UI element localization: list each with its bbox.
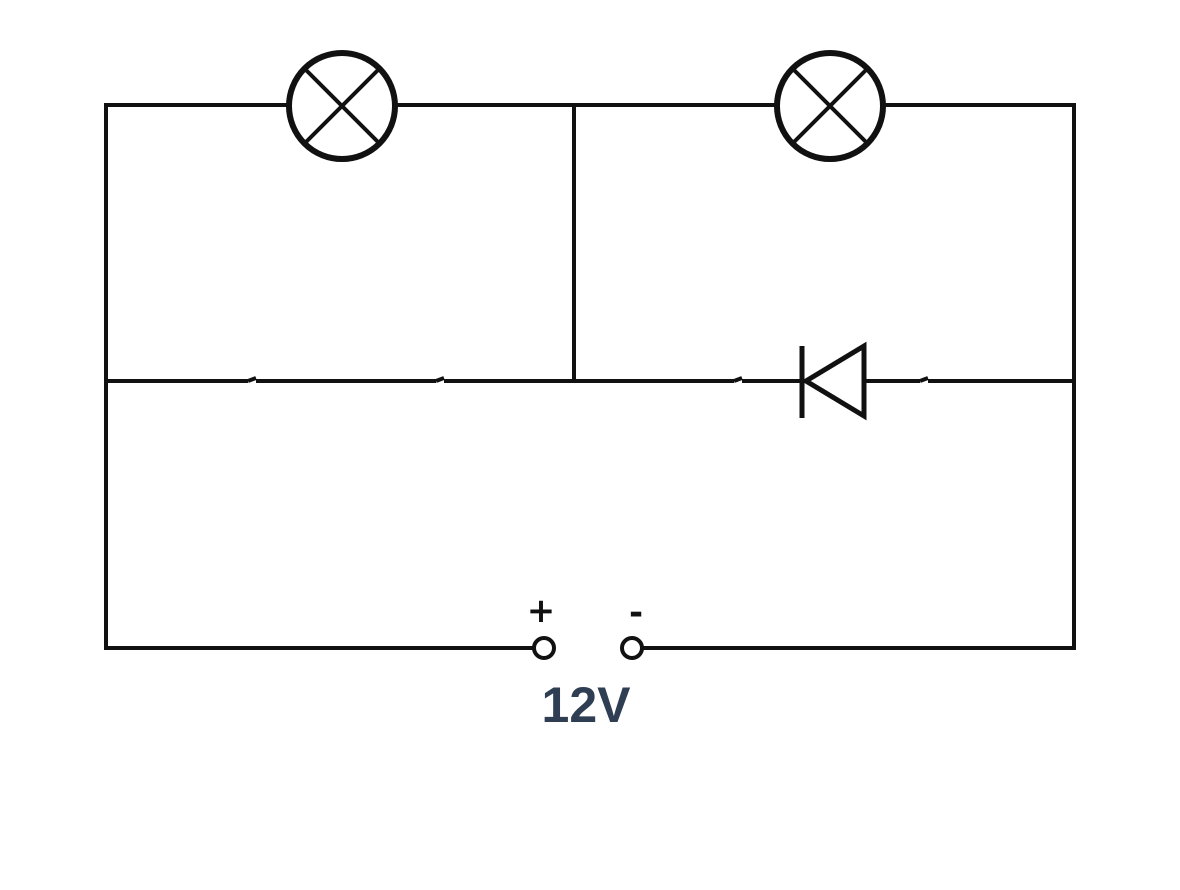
- negative-terminal[interactable]: [620, 636, 644, 660]
- diode-icon: [799, 341, 867, 421]
- switch-left[interactable]: [247, 376, 257, 383]
- lamp-right-icon: [774, 50, 886, 162]
- middle-branch: [106, 376, 1074, 383]
- positive-label: +: [527, 591, 556, 631]
- outer-wires: [104, 103, 1076, 650]
- switch-right-2[interactable]: [919, 376, 929, 383]
- switch-middle[interactable]: [435, 376, 445, 383]
- positive-terminal[interactable]: [532, 636, 556, 660]
- voltage-label: 12V: [542, 677, 632, 733]
- negative-label: -: [629, 593, 643, 633]
- lamp-left-icon: [286, 50, 398, 162]
- switch-right-1[interactable]: [733, 376, 743, 383]
